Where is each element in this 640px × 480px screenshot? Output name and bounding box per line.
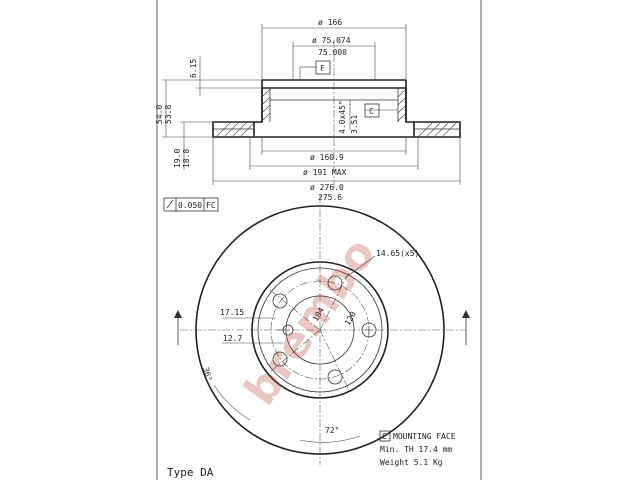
dim-d191: ø 191 MAX	[303, 168, 347, 177]
dim-d75074: ø 75.074	[312, 36, 351, 45]
bolt-hole	[327, 275, 343, 291]
radial-line	[269, 289, 321, 331]
dim-r127: 12.7	[223, 334, 242, 343]
dim-h188: 18.8	[182, 149, 191, 168]
dim-h538: 53.8	[164, 105, 173, 124]
dim-chamfer: 4.0x45°	[338, 100, 347, 134]
dim-d1609: ø 160.9	[310, 153, 344, 162]
side-section-view: ø 166 ø 75.074 75.000 6.15 54.0 53.8 19.…	[155, 18, 461, 212]
radial-line	[319, 329, 351, 393]
brand-watermark: brembo	[235, 229, 386, 414]
tolerance-frame	[163, 197, 219, 212]
datum-c-box	[364, 103, 380, 118]
radial-line	[269, 329, 321, 373]
dim-h615: 6.15	[189, 59, 198, 78]
bolt-hole	[272, 293, 288, 309]
hatch-left	[215, 88, 271, 138]
dim-ang72: 72°	[325, 426, 339, 435]
dimension-lines	[162, 24, 461, 185]
datum-f-box	[315, 60, 331, 75]
datum-c-label: C	[369, 107, 374, 116]
disc-section-outline	[212, 87, 461, 138]
datum-f-label: F	[320, 64, 325, 73]
tolerance-value: 0.050	[178, 201, 202, 210]
type-label: Type DA	[167, 466, 214, 479]
bolt-hole	[327, 369, 343, 385]
holes-leader	[344, 255, 376, 279]
dim-d2756: 275.6	[318, 193, 342, 202]
min-thickness-note: Min. TH 17.4 mm	[380, 445, 452, 454]
dim-d75000: 75.000	[318, 48, 347, 57]
weight-note: Weight 5.1 Kg	[380, 458, 443, 467]
hatch-right	[397, 88, 458, 138]
mounting-face-note: MOUNTING FACE	[393, 432, 456, 441]
angle-arc-72	[299, 435, 361, 443]
dim-d166: ø 166	[318, 18, 342, 27]
arrow-head	[462, 310, 470, 318]
runout-symbol	[166, 199, 174, 209]
mounting-code: C	[382, 432, 387, 441]
radial-line	[319, 269, 351, 331]
front-view: 14.65(x5) 17.15 12.7 104 120 36° 72°	[174, 195, 470, 465]
dim-holes: 14.65(x5)	[376, 249, 419, 258]
arrow-head	[174, 310, 182, 318]
dim-ang36: 36°	[201, 366, 213, 382]
dim-h351: 3.51	[350, 115, 359, 134]
dim-h190: 19.0	[173, 149, 182, 168]
angle-arc-36	[213, 384, 251, 421]
bolt-hole	[272, 351, 288, 367]
dim-h540: 54.0	[155, 105, 164, 124]
notes-block: C MOUNTING FACE Min. TH 17.4 mm Weight 5…	[167, 430, 456, 479]
dim-d2760: ø 276.0	[310, 183, 344, 192]
dim-r1715: 17.15	[220, 308, 244, 317]
tolerance-ref: FC	[206, 201, 216, 210]
mounting-code-box	[379, 430, 391, 442]
